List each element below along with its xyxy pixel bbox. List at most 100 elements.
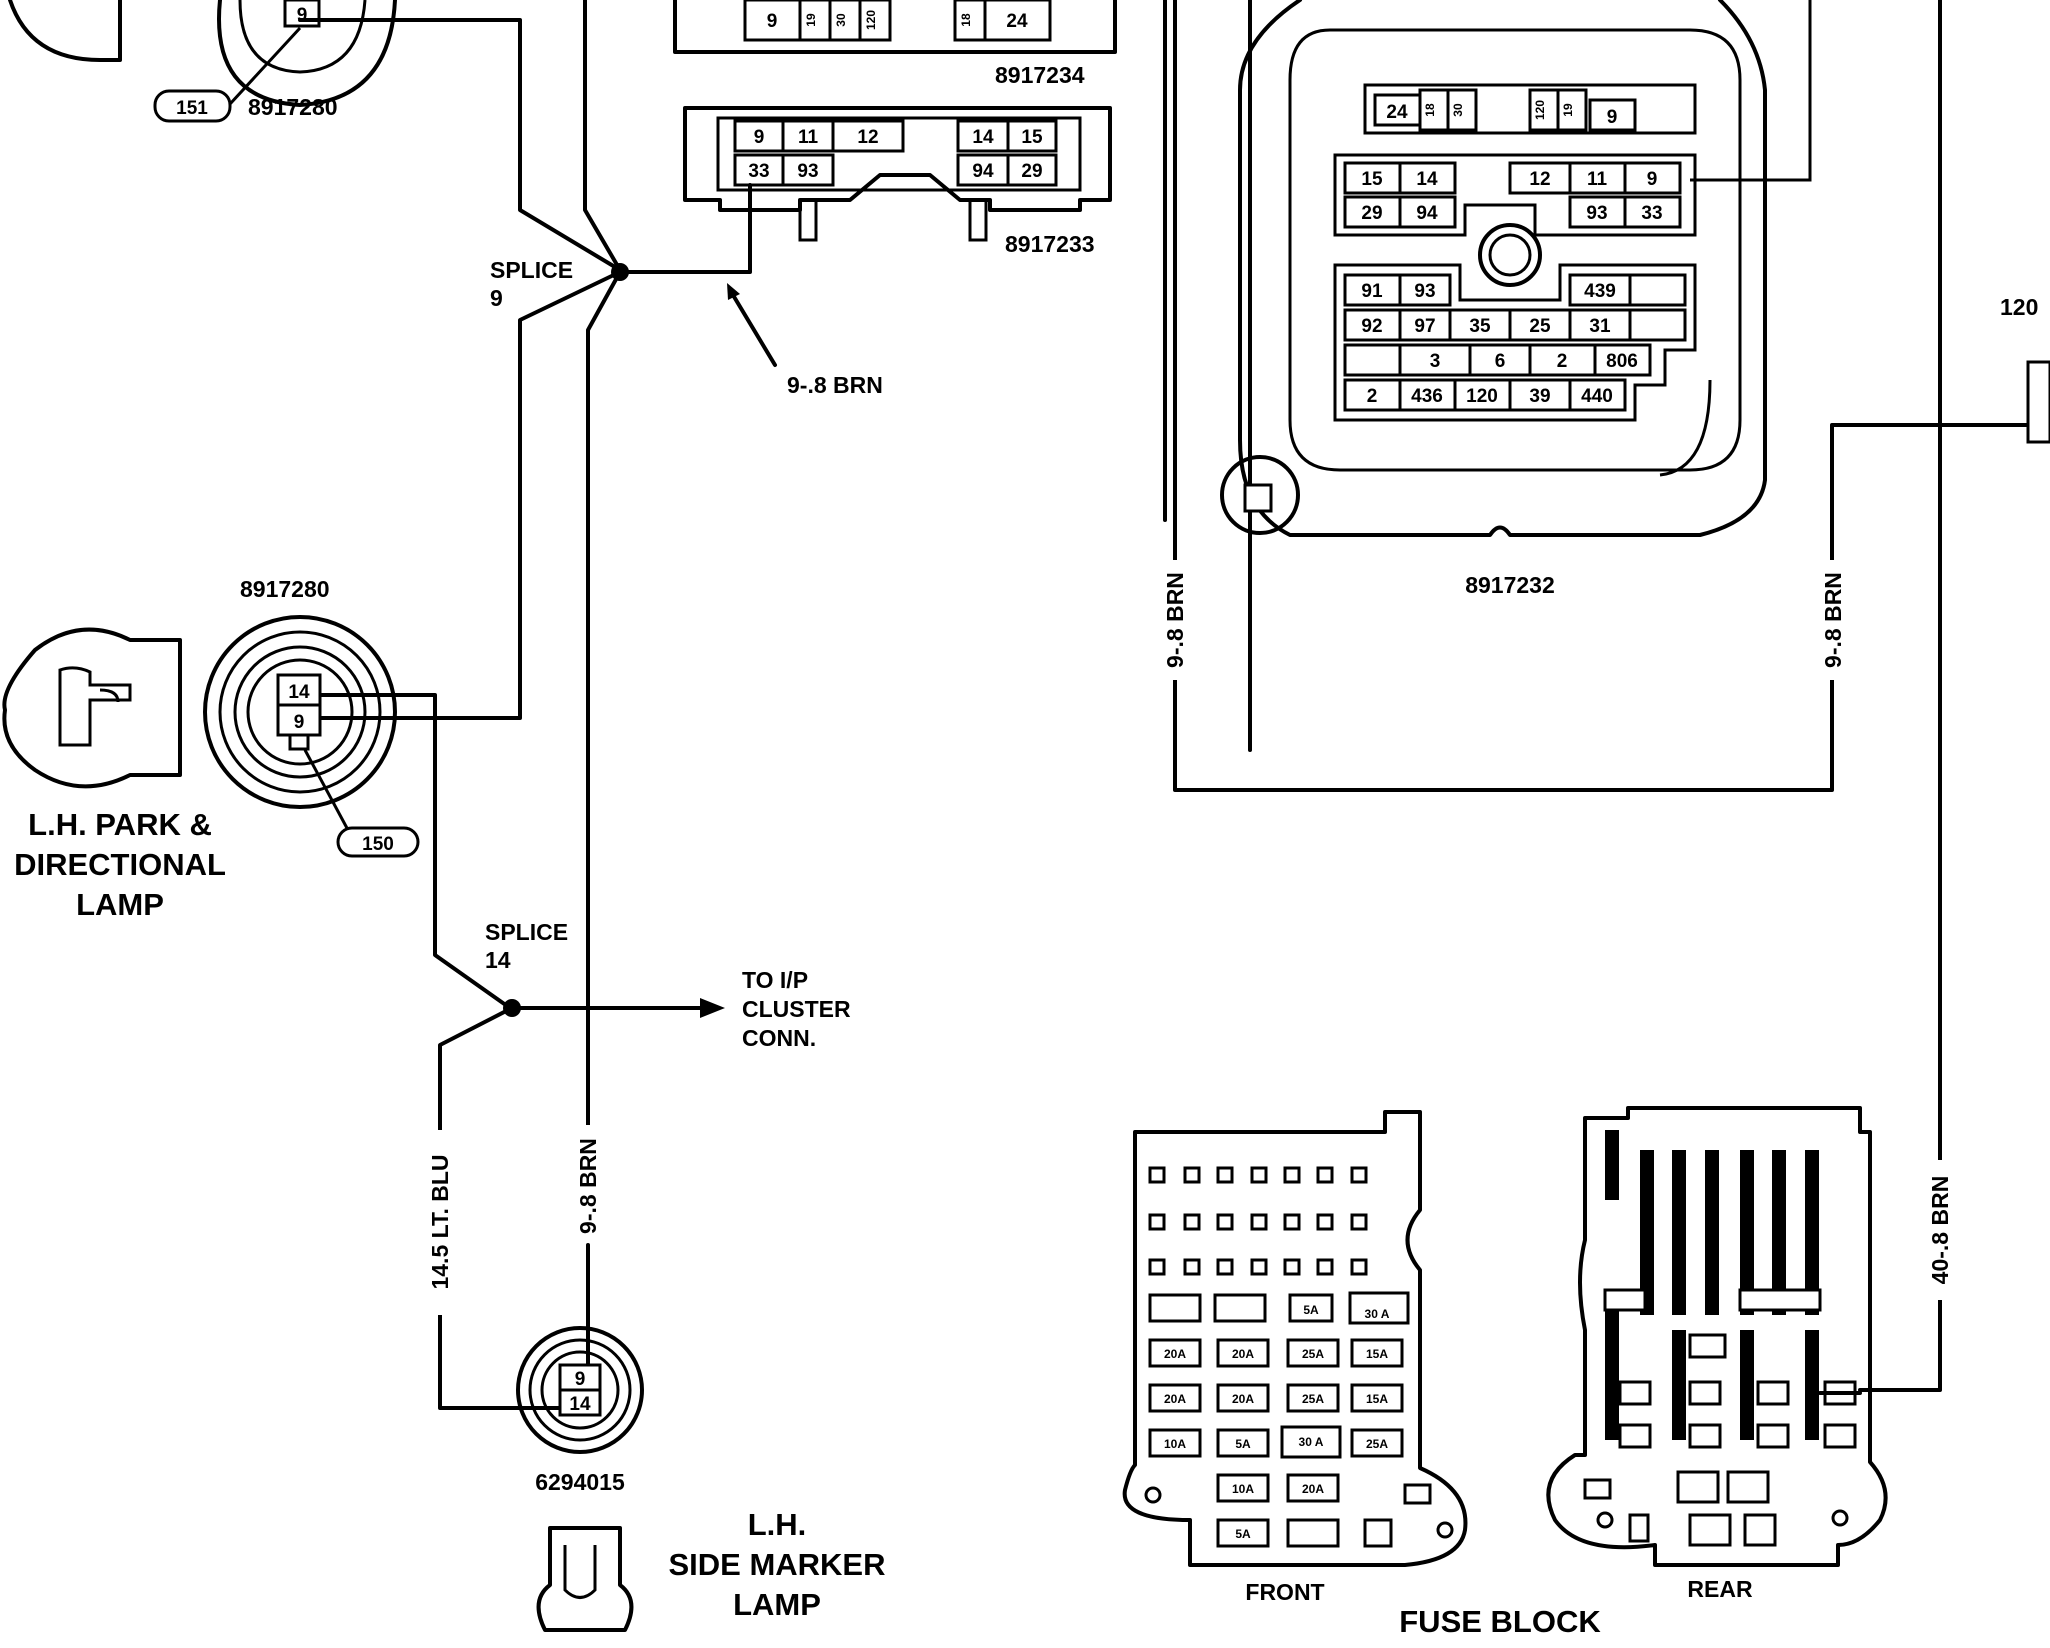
fuse-block-rear-label: REAR [1687, 1576, 1753, 1602]
wiring-right: 9-.8 BRN 9-.8 BRN 120 40-.8 BRN [1160, 0, 2050, 1392]
pin-label: 2 [1557, 351, 1568, 372]
to-ip-label-2: CLUSTER [742, 996, 851, 1022]
pin-label: 12 [1529, 169, 1550, 190]
fuse-grid-front [1148, 1166, 1368, 1276]
pin-label: 2 [1367, 386, 1378, 407]
pin-label: 9 [1647, 169, 1658, 190]
park-lamp-label-2: DIRECTIONAL [14, 847, 226, 882]
splice-14-label: SPLICE [485, 919, 568, 945]
fuse-label: 20A [1164, 1392, 1186, 1406]
pin-label: 19 [1561, 103, 1575, 117]
wire-label-c4-left: 9-.8 BRN [1162, 572, 1188, 668]
park-lamp-label-1: L.H. PARK & [28, 807, 212, 842]
fuse-label: 20A [1232, 1392, 1254, 1406]
fuse-grid-rear [1603, 1130, 1857, 1547]
pin-label: 18 [959, 13, 973, 27]
part-number-8917280: 8917280 [240, 576, 330, 602]
part-number-6294015: 6294015 [535, 1469, 625, 1495]
fuse-label: 30 A [1299, 1435, 1324, 1449]
pin-label: 9 [754, 127, 765, 148]
pin-label: 806 [1606, 351, 1638, 372]
pin-label: 93 [1414, 281, 1435, 302]
wire-label-c4-right: 9-.8 BRN [1820, 572, 1846, 668]
fuse-label: 5A [1235, 1437, 1251, 1451]
pin-label: 18 [1423, 103, 1437, 117]
connector-8917280-top: 9 151 8917280 [8, 0, 397, 123]
pin-label: 120 [1466, 386, 1498, 407]
pin-label: 14 [288, 682, 310, 703]
callout-150: 150 [362, 834, 394, 855]
fuse-label: 10A [1164, 1437, 1186, 1451]
pin-label: 33 [1641, 203, 1662, 224]
fuse-label: 20A [1164, 1347, 1186, 1361]
pin-label: 436 [1411, 386, 1443, 407]
fuse-label: 25A [1302, 1392, 1324, 1406]
pin-label: 93 [797, 161, 818, 182]
fuse-label: 10A [1232, 1482, 1254, 1496]
pin-label: 35 [1469, 316, 1491, 337]
fuse-label: 5A [1235, 1527, 1251, 1541]
pin-label: 39 [1529, 386, 1550, 407]
callout-151: 151 [176, 98, 208, 119]
pin-label: 31 [1589, 316, 1611, 337]
connector-8917234: 9 19 30 120 18 24 8917234 [673, 0, 1117, 88]
fuse-label: 15A [1366, 1392, 1388, 1406]
side-marker-label-1: L.H. [748, 1507, 807, 1542]
fuse-label: 15A [1366, 1347, 1388, 1361]
pin-label: 15 [1361, 169, 1383, 190]
splice-9-number: 9 [490, 285, 503, 311]
pin-label: 91 [1361, 281, 1383, 302]
pin-label: 14 [569, 1394, 591, 1415]
to-ip-label-3: CONN. [742, 1025, 816, 1051]
splice-14-number: 14 [485, 947, 511, 973]
pin-label: 12 [857, 127, 878, 148]
fuse-label: 20A [1232, 1347, 1254, 1361]
pin-label: 24 [1006, 11, 1028, 32]
park-lamp-label-3: LAMP [76, 887, 164, 922]
fuse-block-rear: REAR [1546, 1106, 1888, 1602]
pin-label: 439 [1584, 281, 1616, 302]
pin-label: 14 [1416, 169, 1438, 190]
pin-label: 93 [1586, 203, 1607, 224]
pin-label: 30 [1451, 103, 1465, 117]
pin-label: 11 [1587, 169, 1608, 190]
pin-label: 15 [1021, 127, 1043, 148]
pin-label: 6 [1495, 351, 1506, 372]
splice-9-label: SPLICE [490, 257, 573, 283]
pin-label: 440 [1581, 386, 1613, 407]
side-marker-label-3: LAMP [733, 1587, 821, 1622]
fuse-label: 20A [1302, 1482, 1324, 1496]
fuse-block-front-label: FRONT [1245, 1579, 1324, 1605]
side-marker-assembly: 9 14 6294015 L.H. SIDE MARKER LAMP [516, 1326, 886, 1632]
part-number-8917232: 8917232 [1465, 572, 1555, 598]
pin-label: 9 [1607, 107, 1618, 128]
connector-8917233: 9 11 12 14 15 33 93 94 29 8917233 [683, 106, 1112, 257]
pin-label: 33 [748, 161, 769, 182]
pin-label: 97 [1414, 316, 1435, 337]
park-lamp-assembly: 8917280 14 9 150 L.H. PARK & DIRECTIONAL… [2, 576, 420, 922]
pin-label: 3 [1430, 351, 1441, 372]
pin-label: 29 [1021, 161, 1042, 182]
pin-label: 30 [834, 13, 848, 27]
pin-label: 92 [1361, 316, 1382, 337]
pin-label: 14 [972, 127, 994, 148]
part-number-8917233: 8917233 [1005, 231, 1095, 257]
pin-label: 94 [1416, 203, 1438, 224]
far-right-label: 120 [2000, 294, 2038, 320]
wire-label-top: 9-.8 BRN [787, 372, 883, 398]
pin-label: 120 [1533, 100, 1547, 120]
fuse-block-front: 20A 20A 25A 15A 20A 20A 25A 15A 10A 5A 3… [1122, 1110, 1468, 1605]
side-marker-label-2: SIDE MARKER [668, 1547, 885, 1582]
wire-label-blu: 14.5 LT. BLU [427, 1154, 453, 1289]
pin-label: 120 [864, 10, 878, 30]
fuse-block-title: FUSE BLOCK [1399, 1604, 1601, 1639]
pin-label: 29 [1361, 203, 1382, 224]
pin-label: 94 [972, 161, 994, 182]
fuse-label: 25A [1366, 1437, 1388, 1451]
to-ip-label-1: TO I/P [742, 967, 808, 993]
pin-label: 19 [804, 13, 818, 27]
pin-label: 11 [798, 127, 819, 148]
pin-label: 9 [767, 11, 778, 32]
wire-label-right: 40-.8 BRN [1927, 1176, 1953, 1285]
